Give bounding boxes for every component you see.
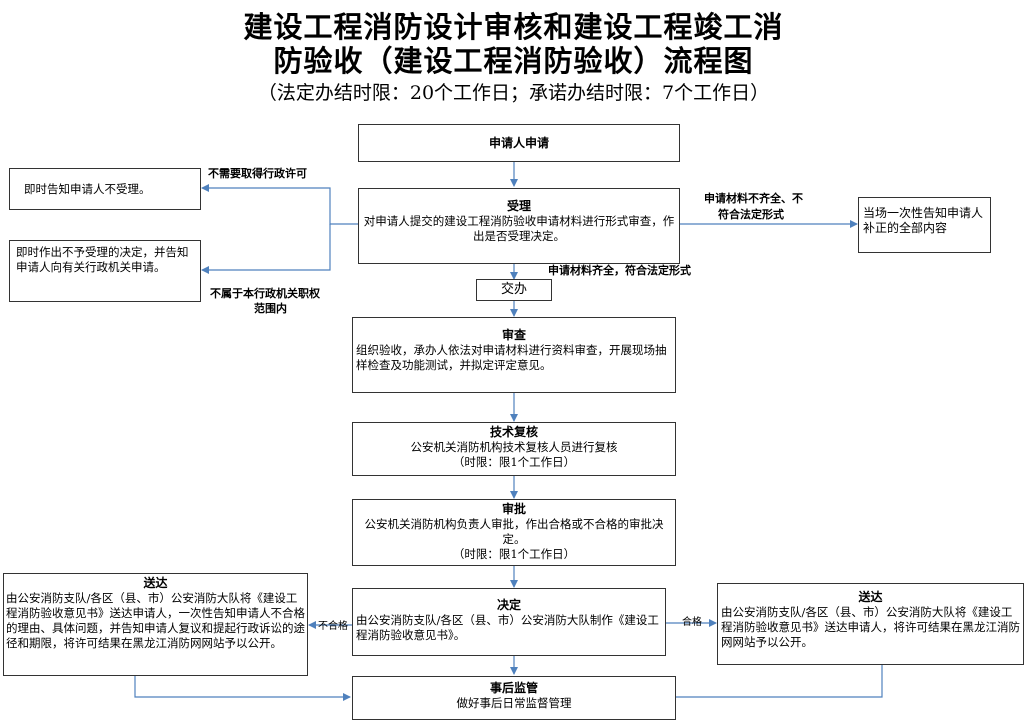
- supplement-label: 当场一次性告知申请人补正的全部内容: [863, 206, 984, 235]
- deliver-left-body: 由公安消防支队/各区（县、市）公安消防大队将《建设工程消防验收意见书》送达申请人…: [6, 591, 305, 650]
- not-accept-decision-box: 即时作出不予受理的决定，并告知申请人向有关行政机关申请。: [9, 240, 201, 302]
- deliver-right-body: 由公安消防支队/各区（县、市）公安消防大队将《建设工程消防验收意见书》送达申请人…: [721, 605, 1020, 649]
- arrow-accept-not-accept-decision: [201, 224, 331, 274]
- tech-box: 技术复核 公安机关消防机构技术复核人员进行复核 （时限：限1个工作日）: [352, 422, 676, 476]
- label-no-license: 不需要取得行政许可: [208, 167, 307, 180]
- not-accept-box: 即时告知申请人不受理。: [9, 168, 201, 210]
- supervise-title: 事后监管: [489, 681, 538, 695]
- supplement-box: 当场一次性告知申请人补正的全部内容: [858, 197, 991, 253]
- label-complete: 申请材料齐全，符合法定形式: [548, 264, 691, 277]
- approve-box: 审批 公安机关消防机构负责人审批，作出合格或不合格的审批决定。 （时限：限1个工…: [352, 499, 676, 566]
- approve-limit: （时限：限1个工作日）: [452, 547, 576, 561]
- not-accept-label: 即时告知申请人不受理。: [24, 182, 151, 196]
- label-incomplete-1: 申请材料不齐全、不: [704, 192, 803, 205]
- title-line2: 防验收（建设工程消防验收）流程图: [273, 44, 754, 78]
- approve-body: 公安机关消防机构负责人审批，作出合格或不合格的审批决定。: [364, 517, 664, 546]
- deliver-left-title: 送达: [143, 576, 168, 590]
- apply-label: 申请人申请: [488, 136, 549, 150]
- not-accept-decision-label: 即时作出不予受理的决定，并告知申请人向有关行政机关申请。: [16, 245, 189, 274]
- arrow-left-deliver-supervise: [134, 676, 351, 701]
- accept-box: 受理 对申请人提交的建设工程消防验收申请材料进行形式审查，作出是否受理决定。: [358, 188, 680, 264]
- decide-body: 由公安消防支队/各区（县、市）公安消防大队制作《建设工程消防验收意见书》。: [356, 613, 659, 642]
- supervise-box: 事后监管 做好事后日常监督管理: [352, 676, 676, 720]
- deliver-right-title: 送达: [858, 590, 883, 604]
- decide-box: 决定 由公安消防支队/各区（县、市）公安消防大队制作《建设工程消防验收意见书》。: [352, 588, 666, 656]
- approve-title: 审批: [501, 502, 526, 516]
- review-box: 审查 组织验收，承办人依法对申请材料进行资料审查，开展现场抽样检查及功能测试，并…: [352, 317, 676, 393]
- title-line1: 建设工程消防设计审核和建设工程竣工消: [243, 10, 784, 44]
- tech-limit: （时限：限1个工作日）: [452, 455, 576, 469]
- arrow-right-deliver-supervise: [667, 665, 883, 701]
- accept-body: 对申请人提交的建设工程消防验收申请材料进行形式审查，作出是否受理决定。: [363, 214, 675, 243]
- handover-label: 交办: [500, 282, 527, 297]
- label-not-in-scope-2: 范围内: [254, 302, 287, 315]
- label-pass: 合格: [682, 617, 702, 628]
- review-title: 审查: [501, 328, 526, 342]
- label-not-in-scope-1: 不属于本行政机关职权: [210, 287, 320, 300]
- review-body: 组织验收，承办人依法对申请材料进行资料审查，开展现场抽样检查及功能测试，并拟定评…: [356, 343, 667, 372]
- deliver-right-box: 送达 由公安消防支队/各区（县、市）公安消防大队将《建设工程消防验收意见书》送达…: [717, 583, 1024, 665]
- handover-box: 交办: [476, 279, 552, 301]
- supervise-body: 做好事后日常监督管理: [456, 696, 572, 710]
- arrow-accept-not-accept: [201, 184, 358, 225]
- label-fail: 不合格: [318, 621, 348, 632]
- tech-body: 公安机关消防机构技术复核人员进行复核: [410, 440, 618, 454]
- decide-title: 决定: [496, 598, 521, 612]
- subtitle: （法定办结时限：20个工作日；承诺办结时限：7个工作日）: [257, 82, 770, 104]
- deliver-left-box: 送达 由公安消防支队/各区（县、市）公安消防大队将《建设工程消防验收意见书》送达…: [3, 573, 308, 676]
- apply-box: 申请人申请: [358, 124, 680, 162]
- accept-title: 受理: [506, 199, 531, 213]
- label-incomplete-2: 符合法定形式: [718, 208, 784, 221]
- tech-title: 技术复核: [489, 425, 538, 439]
